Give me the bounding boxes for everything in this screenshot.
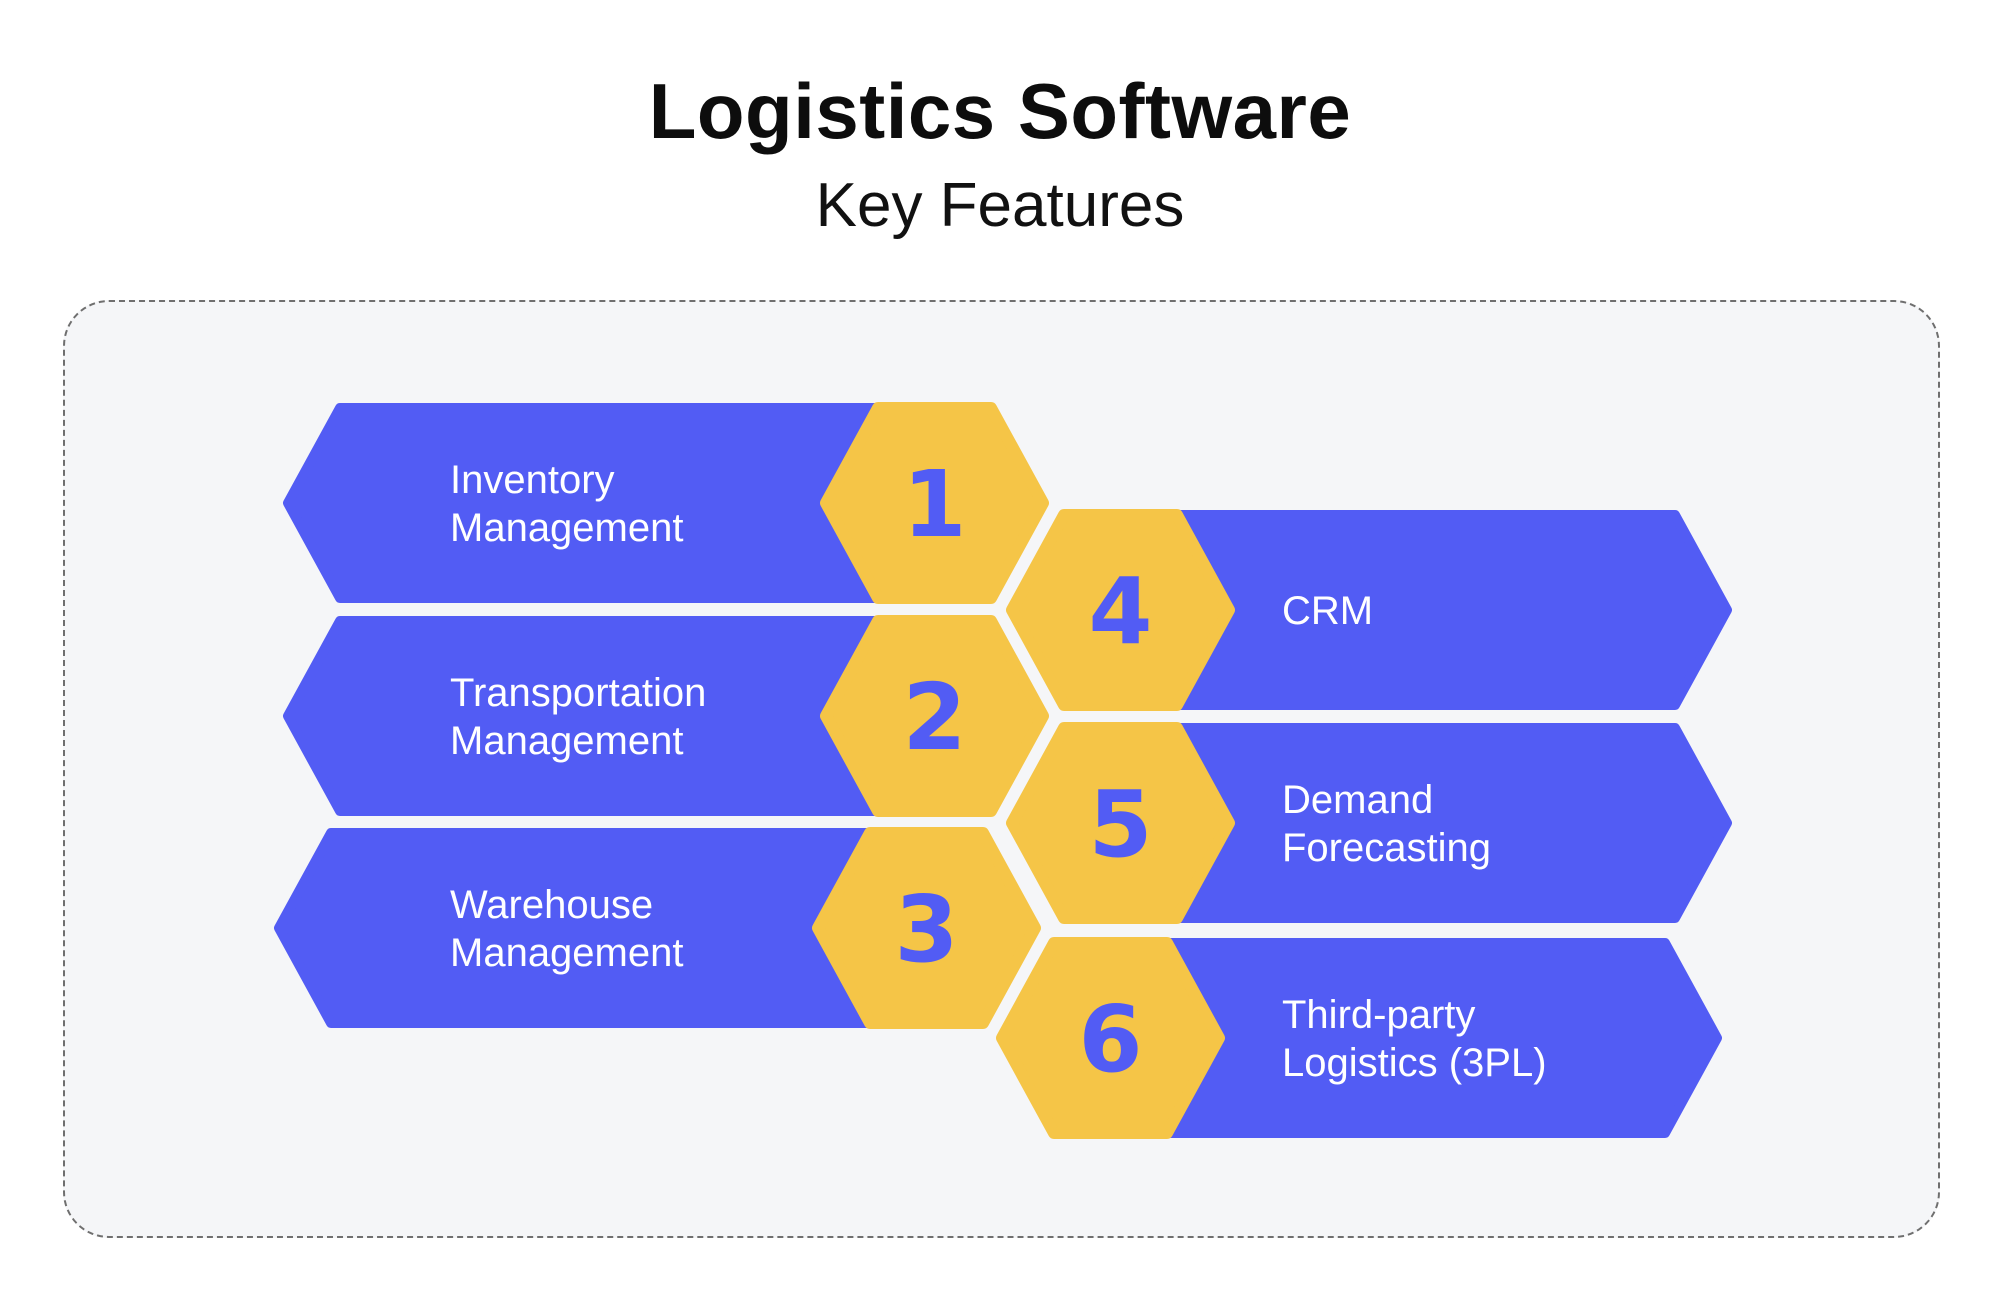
feature-label-5-line-2: Forecasting: [1282, 826, 1491, 870]
feature-number-2: 2: [902, 664, 966, 771]
feature-hexagon-3: [812, 827, 1041, 1029]
feature-number-1: 1: [902, 451, 966, 558]
feature-hexagons: 1 2 3 4 5 6: [812, 402, 1235, 1139]
feature-hexagon-6: [996, 937, 1225, 1139]
feature-label-1-line-1: Inventory: [450, 458, 615, 502]
feature-label-6-line-1: Third-party: [1282, 993, 1475, 1037]
feature-hexagon-1: [820, 402, 1049, 604]
feature-hexagon-2: [820, 615, 1049, 817]
feature-number-3: 3: [894, 876, 958, 983]
feature-hexagon-5: [1006, 722, 1235, 924]
feature-number-6: 6: [1078, 986, 1142, 1093]
feature-label-3-line-1: Warehouse: [450, 883, 653, 927]
page-title: Logistics Software: [648, 67, 1352, 155]
feature-label-2-line-1: Transportation: [450, 671, 706, 715]
feature-hexagon-4: [1006, 509, 1235, 711]
page-subtitle: Key Features: [815, 171, 1185, 240]
feature-label-2-line-2: Management: [450, 719, 683, 763]
feature-number-5: 5: [1088, 771, 1152, 878]
feature-label-3-line-2: Management: [450, 931, 683, 975]
feature-label-4-line-1: CRM: [1282, 589, 1373, 633]
feature-label-5-line-1: Demand: [1282, 778, 1433, 822]
feature-label-6-line-2: Logistics (3PL): [1282, 1041, 1547, 1085]
feature-label-1-line-2: Management: [450, 506, 683, 550]
feature-number-4: 4: [1088, 558, 1152, 665]
